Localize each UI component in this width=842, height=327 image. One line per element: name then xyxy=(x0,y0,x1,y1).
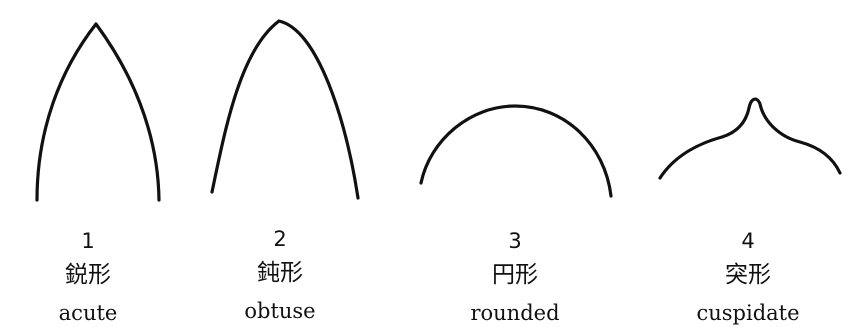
shape-number: 1 xyxy=(81,229,94,253)
shape-obtuse: 2 鈍形 obtuse xyxy=(210,19,360,323)
shape-number: 3 xyxy=(508,229,521,253)
shape-name-japanese: 円形 xyxy=(492,262,538,288)
shape-name-english: obtuse xyxy=(244,299,315,323)
cuspidate-apex-outline xyxy=(658,97,842,180)
acute-apex-outline xyxy=(35,22,161,202)
shape-number: 4 xyxy=(741,229,754,253)
shape-name-japanese: 鈍形 xyxy=(257,260,303,286)
shape-name-english: acute xyxy=(59,301,118,325)
shape-name-english: cuspidate xyxy=(696,301,799,325)
shape-name-japanese: 突形 xyxy=(725,262,771,288)
rounded-apex-outline xyxy=(419,104,613,198)
shape-cuspidate: 4 突形 cuspidate xyxy=(658,97,842,325)
shape-number: 2 xyxy=(273,227,286,251)
shape-name-english: rounded xyxy=(470,301,559,325)
shape-name-japanese: 鋭形 xyxy=(65,262,111,288)
shape-acute: 1 鋭形 acute xyxy=(35,22,161,325)
obtuse-apex-outline xyxy=(210,19,360,200)
shape-rounded: 3 円形 rounded xyxy=(419,104,613,325)
